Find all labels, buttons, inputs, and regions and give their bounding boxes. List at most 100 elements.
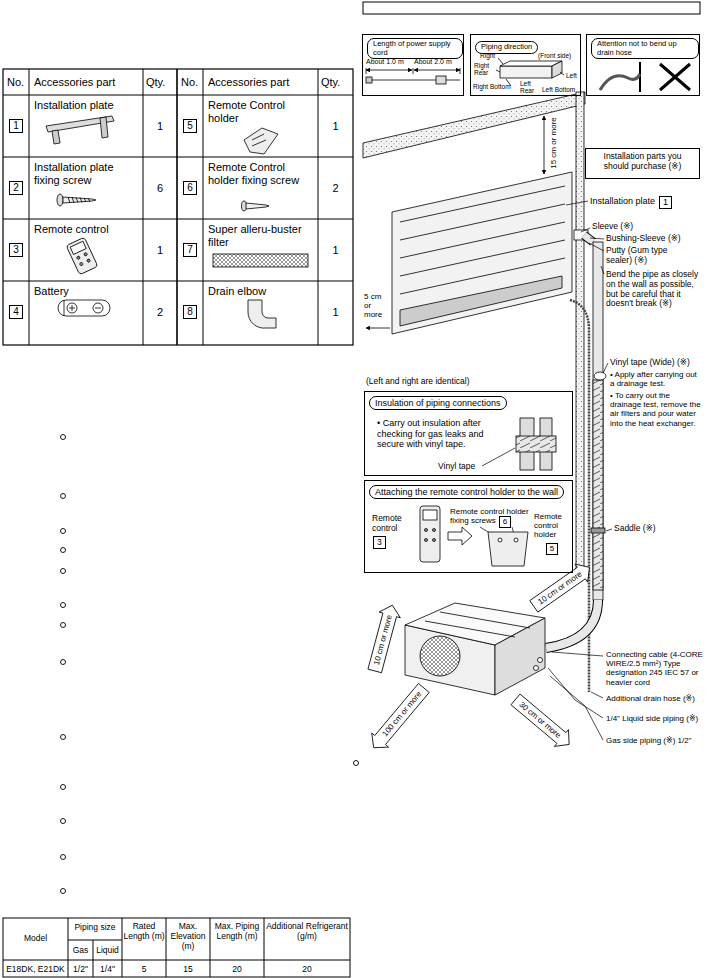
remote-holder-sketch	[425, 539, 428, 542]
callout-number: 2	[9, 181, 23, 195]
bullet-markers	[61, 889, 66, 894]
wall-and-ceiling	[363, 92, 585, 572]
piping-table-grid	[264, 918, 265, 977]
table-cell: 2	[318, 182, 353, 195]
note-box: Installation parts you should purchase (…	[585, 148, 700, 179]
accessory-pictures	[95, 308, 101, 309]
part-label: Connecting cable (4-CORE WIRE/2.5 mm²) T…	[606, 650, 706, 687]
accessory-pictures	[248, 300, 276, 328]
part-label: Bend the pipe as closely on the wall as …	[606, 270, 702, 309]
part-label: About 1.0 m	[366, 58, 404, 66]
part-label: Left Bottom	[542, 86, 575, 93]
table-cell: Installation plate	[34, 99, 139, 112]
bullet-markers	[61, 735, 66, 740]
panel-heading: Length of power supply cord	[367, 38, 463, 59]
remote-holder-sketch	[423, 510, 437, 520]
accessory-pictures	[52, 130, 60, 144]
bullet-markers	[61, 855, 66, 860]
table-cell: 1	[143, 120, 177, 133]
insulation-sketch	[516, 436, 556, 452]
power-cord-sketch	[366, 68, 367, 74]
piping-direction-sketch	[560, 72, 564, 75]
accessories-table-grid	[3, 95, 353, 96]
remote-holder-sketch	[514, 538, 518, 542]
bullet-markers	[61, 660, 66, 665]
clearance-arrows	[365, 681, 432, 755]
table-cell: 1	[318, 244, 353, 257]
accessory-pictures	[67, 303, 77, 313]
outdoor-unit	[534, 666, 539, 671]
leader-lines	[606, 529, 612, 531]
leader-lines	[603, 363, 608, 373]
part-label: Installation plate	[590, 196, 655, 206]
outdoor-unit	[425, 621, 515, 637]
accessory-pictures	[246, 203, 269, 209]
power-cord-sketch	[436, 76, 446, 84]
refrigerant-piping	[593, 380, 603, 590]
table-cell: Qty.	[146, 76, 165, 89]
accessory-pictures	[70, 241, 86, 254]
header-frame	[363, 2, 700, 14]
part-label: • Apply after carrying out a drainage te…	[610, 370, 702, 388]
accessories-table-grid	[29, 69, 30, 345]
accessory-pictures	[57, 194, 63, 206]
table-cell: Qty.	[321, 76, 340, 89]
clearance-arrows	[364, 558, 596, 754]
part-label: Additional drain hose (※)	[606, 694, 706, 703]
callout-number: 5	[183, 119, 197, 133]
table-cell: 6	[143, 182, 177, 195]
part-label: Vinyl tape (Wide) (※)	[610, 358, 690, 368]
callout-number: 5	[546, 543, 558, 555]
part-label: Right	[480, 52, 495, 59]
table-cell: No.	[181, 76, 198, 89]
callout-number: 3	[373, 536, 386, 549]
accessories-table-grid	[203, 69, 204, 345]
leader-lines	[566, 201, 588, 205]
refrigerant-piping	[584, 235, 593, 242]
part-label: Saddle (※)	[614, 524, 656, 534]
piping-table-grid	[166, 918, 167, 977]
piping-table-grid	[122, 918, 123, 977]
piping-table-grid	[68, 940, 122, 941]
clearance-arrows	[527, 558, 595, 615]
indoor-unit	[366, 116, 572, 334]
indoor-unit	[400, 186, 565, 222]
refrigerant-piping	[546, 600, 598, 648]
part-label: (Left and right are identical)	[366, 377, 469, 387]
panel-heading: Insulation of piping connections	[369, 396, 507, 410]
table-cell: Max. Piping Length (m)	[210, 922, 264, 942]
accessory-pictures	[58, 300, 110, 316]
clearance-arrows	[527, 558, 595, 615]
table-cell: 2	[143, 306, 177, 319]
accessory-pictures	[46, 116, 308, 328]
table-cell: Remote Control holder fixing screw	[208, 161, 316, 186]
table-cell: Super alleru-buster filter	[208, 223, 316, 248]
table-cell: 1/2"	[68, 965, 93, 975]
table-cell: Remote control	[34, 223, 139, 236]
piping-table-grid	[93, 940, 94, 977]
part-label: Gas side piping (※) 1/2"	[606, 736, 706, 745]
dimension-label: 100 cm or more	[380, 689, 424, 739]
callout-number: 8	[183, 305, 197, 319]
table-cell: 20	[210, 965, 264, 975]
remote-holder-sketch	[420, 506, 440, 562]
part-label: Left Rear	[520, 80, 540, 95]
accessory-pictures	[244, 128, 278, 154]
table-cell: Accessories part	[208, 76, 289, 89]
accessories-table-grid	[143, 69, 144, 345]
outdoor-unit	[420, 636, 460, 676]
leader-lines	[482, 448, 515, 466]
table-cell: Rated Length (m)	[122, 922, 166, 942]
accessory-pictures	[69, 305, 75, 311]
accessory-pictures	[66, 237, 98, 274]
clearance-arrows	[364, 602, 403, 673]
part-label: Putty (Gum type sealer) (※)	[606, 246, 686, 266]
indoor-unit	[400, 204, 565, 240]
refrigerant-piping	[591, 528, 605, 533]
piping-direction-sketch	[496, 70, 500, 72]
table-cell: Additional Refrigerant (g/m)	[264, 922, 350, 942]
power-cord-sketch	[372, 80, 436, 81]
accessories-table-grid	[3, 69, 353, 345]
